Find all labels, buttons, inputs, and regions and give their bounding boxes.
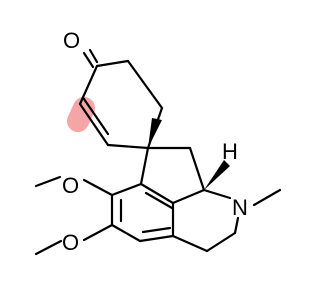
amine-nitrogen-label: N — [232, 195, 248, 220]
bond-c5-c6 — [78, 102, 110, 147]
bond-o-upper-methyl — [34, 175, 62, 188]
bond-n-methyl — [252, 188, 282, 207]
bond-c9-c10 — [139, 182, 175, 205]
bond-spiro-c5 — [106, 143, 150, 150]
methoxy-oxygen-lower-label: O — [62, 230, 79, 255]
bond-carbonyl — [88, 48, 99, 64]
bond-carbonyl-double — [82, 51, 95, 69]
wedge-bond-spiro — [148, 118, 162, 148]
wedge-bond-stereo-h — [204, 160, 230, 190]
bond-n-c8 — [202, 188, 232, 200]
bond-c9-c10-inner — [144, 191, 174, 210]
stereo-hydrogen-label: H — [222, 139, 238, 164]
ketone-oxygen-label: O — [63, 28, 80, 53]
bond-c13-c14 — [138, 234, 175, 243]
bond-c6-c1 — [78, 64, 99, 106]
bond-c13-c14-inner — [141, 226, 172, 234]
bond-c9-c11 — [110, 182, 143, 197]
bond-o-lower-methyl — [34, 239, 63, 256]
bond-c15-c16 — [205, 231, 237, 253]
bond-c5-c6-double — [82, 97, 110, 136]
bond-c1-c2 — [95, 59, 130, 68]
bond-c11-o-upper — [82, 178, 114, 197]
bond-network — [34, 48, 282, 256]
methoxy-oxygen-upper-label: O — [62, 173, 79, 198]
bond-c12-o-lower — [82, 223, 114, 242]
molecule-canvas: O H N O O — [34, 28, 282, 256]
bond-c10-c8 — [171, 188, 206, 205]
bond-c14-c15 — [171, 234, 209, 253]
bond-c2-c3 — [126, 59, 164, 110]
bond-c7-c8 — [188, 146, 206, 192]
bond-spiro-c9 — [139, 146, 150, 186]
bond-c16-n — [233, 216, 240, 235]
bond-c12-c13 — [110, 223, 142, 243]
chemical-structure-diagram: O H N O O — [34, 28, 282, 256]
